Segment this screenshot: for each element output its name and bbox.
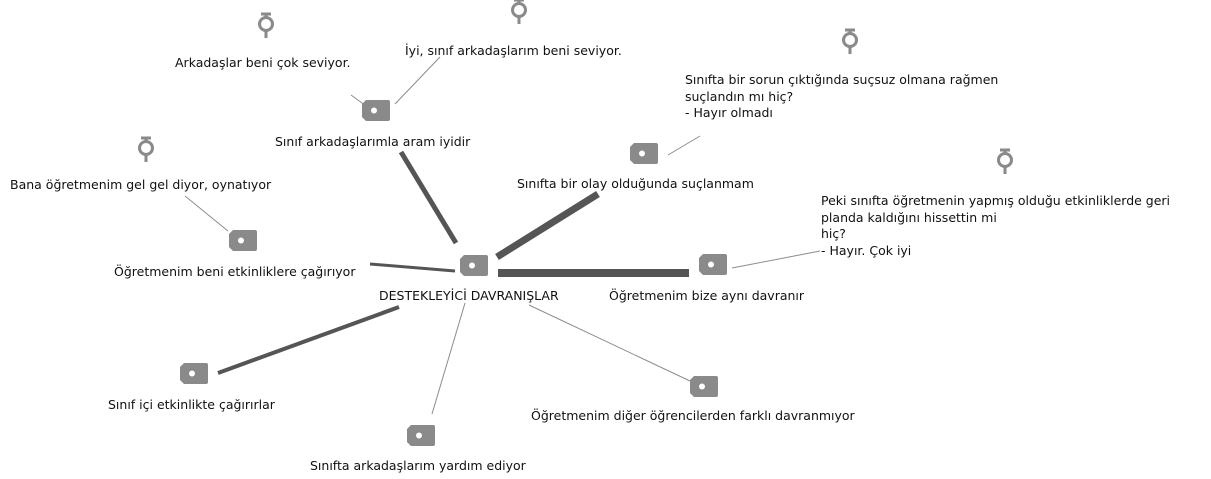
- code-label-farkli-davranmiyor[interactable]: Öğretmenim diğer öğrencilerden farklı da…: [531, 408, 855, 423]
- code-icon-ayni-davranir[interactable]: [699, 254, 727, 275]
- edge-central-farkli: [528, 304, 691, 382]
- quote-icon-iyi-seviyor-ring: [511, 2, 527, 18]
- code-label-sinif-arkadaslarimla[interactable]: Sınıf arkadaşlarımla aram iyidir: [275, 134, 471, 149]
- edge-iyi-seviyor-code: [394, 56, 441, 105]
- code-label-etkinliklere-cagiriyor[interactable]: Öğretmenim beni etkinliklere çağırıyor: [114, 264, 356, 279]
- code-icon-olay-suclanmam-hole: [639, 150, 645, 157]
- central-node-label[interactable]: DESTEKLEYİCİ DAVRANIŞLAR: [379, 288, 559, 303]
- edge-central-olay-suclanmam: [495, 191, 600, 260]
- quote-icon-gel-gel-ring: [138, 140, 154, 156]
- edge-central-sinif-arkadaslarimla: [398, 150, 459, 245]
- edge-sorun-code: [667, 135, 701, 156]
- quote-label-cok-seviyor[interactable]: Arkadaşlar beni çok seviyor.: [175, 55, 351, 70]
- code-label-olay-suclanmam[interactable]: Sınıfta bir olay olduğunda suçlanmam: [517, 176, 754, 191]
- central-node-icon[interactable]: [460, 255, 488, 276]
- quote-label-iyi-seviyor[interactable]: İyi, sınıf arkadaşlarım beni seviyor.: [405, 43, 622, 58]
- quote-icon-cok-seviyor-ring: [258, 16, 274, 32]
- quote-icon-cok-seviyor[interactable]: [258, 12, 274, 38]
- code-icon-sinif-ici-etkinlik[interactable]: [180, 363, 208, 384]
- quote-icon-iyi-seviyor[interactable]: [511, 0, 527, 24]
- code-icon-yardim-ediyor-hole: [416, 432, 422, 439]
- code-icon-olay-suclanmam[interactable]: [630, 143, 658, 164]
- edge-gel-gel-code: [184, 195, 229, 232]
- code-label-yardim-ediyor[interactable]: Sınıfta arkadaşlarım yardım ediyor: [310, 458, 526, 473]
- edge-geri-planda-code: [731, 250, 821, 269]
- quote-icon-sorun[interactable]: [842, 28, 858, 54]
- code-icon-etkinliklere-cagiriyor-hole: [238, 237, 244, 244]
- code-label-sinif-ici-etkinlik[interactable]: Sınıf içi etkinlikte çağırırlar: [108, 397, 275, 412]
- quote-label-gel-gel[interactable]: Bana öğretmenim gel gel diyor, oynatıyor: [10, 177, 272, 192]
- edges-layer: [184, 56, 821, 415]
- edge-central-yardim: [431, 302, 466, 415]
- quote-label-sorun[interactable]: Sınıfta bir sorun çıktığında suçsuz olma…: [685, 72, 999, 120]
- quote-icon-geri-planda[interactable]: [997, 148, 1013, 174]
- code-icon-sinif-arkadaslarimla-hole: [371, 107, 377, 114]
- code-label-ayni-davranir[interactable]: Öğretmenim bize aynı davranır: [609, 288, 805, 303]
- quote-icon-gel-gel[interactable]: [138, 136, 154, 162]
- edge-central-etkinliklere: [369, 262, 456, 273]
- code-icon-farkli-davranmiyor[interactable]: [690, 376, 718, 397]
- code-icon-farkli-davranmiyor-hole: [699, 383, 705, 390]
- code-icon-yardim-ediyor[interactable]: [407, 425, 435, 446]
- central-node-icon-hole: [469, 262, 475, 269]
- quote-label-geri-planda[interactable]: Peki sınıfta öğretmenin yapmış olduğu et…: [821, 193, 1171, 258]
- code-icon-sinif-ici-etkinlik-hole: [189, 370, 195, 377]
- icons-layer: [138, 0, 1013, 446]
- edge-central-sinif-ici: [217, 305, 400, 375]
- code-icon-ayni-davranir-hole: [708, 261, 714, 268]
- code-icon-etkinliklere-cagiriyor[interactable]: [229, 230, 257, 251]
- quote-icon-sorun-ring: [842, 32, 858, 48]
- code-icon-sinif-arkadaslarimla[interactable]: [362, 100, 390, 121]
- quote-icon-geri-planda-ring: [997, 152, 1013, 168]
